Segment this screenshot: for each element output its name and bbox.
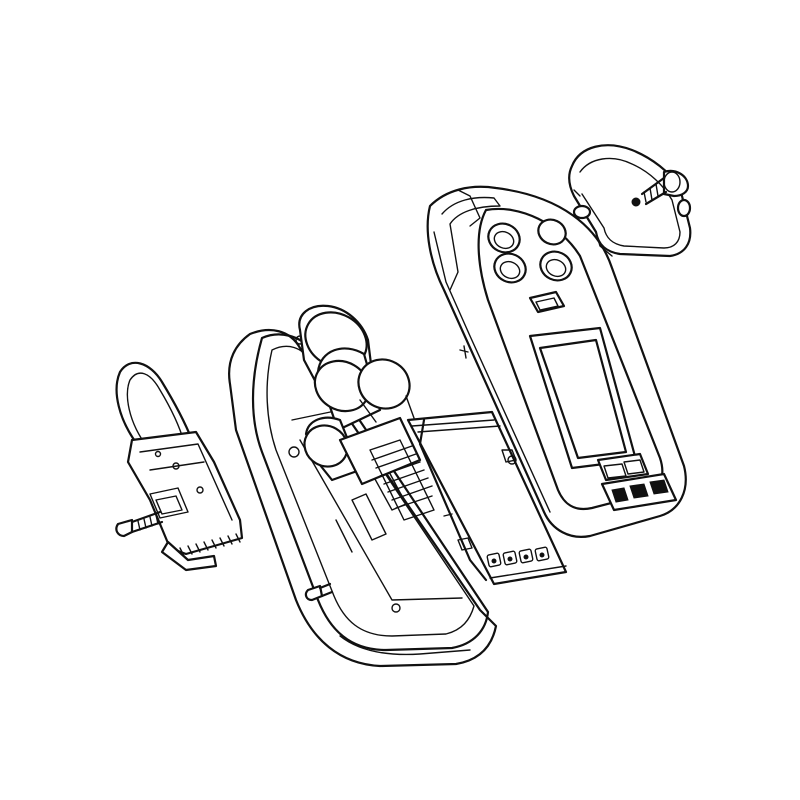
keypad — [596, 452, 678, 512]
front-housing — [426, 185, 687, 538]
clip-screw — [115, 510, 164, 538]
sensor-module — [298, 304, 435, 521]
cap-screw — [631, 169, 690, 207]
belt-clip-assembly — [115, 361, 244, 572]
battery-contacts — [486, 546, 550, 568]
sensor-cap — [568, 144, 692, 258]
housing-screw — [304, 582, 334, 602]
battery-pack — [406, 410, 568, 586]
